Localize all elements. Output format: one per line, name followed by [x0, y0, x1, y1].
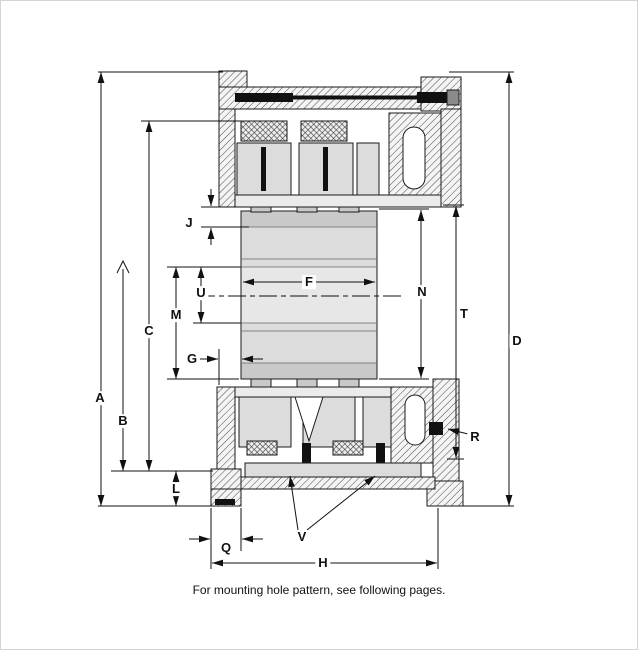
through-bolt	[235, 89, 460, 106]
dim-label-t: T	[457, 307, 471, 321]
dim-label-f: F	[302, 275, 316, 289]
coil-winding-left	[240, 120, 288, 142]
leader-v-right	[306, 475, 376, 531]
dim-label-r: R	[467, 430, 483, 444]
dim-label-u: U	[193, 286, 209, 300]
upper-housing-section	[218, 70, 462, 208]
leader-v-left	[288, 475, 299, 531]
coil-winding-right	[300, 120, 348, 142]
dim-label-q: Q	[217, 541, 235, 555]
dim-label-b: B	[115, 414, 131, 428]
dim-label-a: A	[92, 391, 108, 405]
dim-label-m: M	[167, 308, 185, 322]
mounting-slot-top	[402, 126, 426, 190]
dim-label-n: N	[414, 285, 430, 299]
rotor-drum	[240, 206, 378, 388]
mounting-slot-bottom	[404, 394, 426, 446]
dimension-lines	[97, 72, 513, 567]
dim-label-j: J	[182, 216, 196, 230]
dim-label-h: H	[315, 556, 331, 570]
lower-bolt-right	[376, 443, 385, 469]
footnote: For mounting hole pattern, see following…	[192, 583, 446, 597]
dim-label-g: G	[183, 352, 201, 366]
lower-housing-section	[210, 378, 464, 507]
lower-bolt-left	[302, 443, 311, 469]
knurled-adjuster	[429, 422, 443, 435]
dim-label-d: D	[509, 334, 525, 348]
leader-r	[447, 428, 469, 435]
dim-label-c: C	[141, 324, 157, 338]
base-plate	[244, 462, 422, 478]
dim-label-v: V	[294, 530, 310, 544]
dim-label-l: L	[169, 482, 183, 496]
extension-lines	[98, 71, 514, 569]
break-symbol	[116, 259, 130, 274]
